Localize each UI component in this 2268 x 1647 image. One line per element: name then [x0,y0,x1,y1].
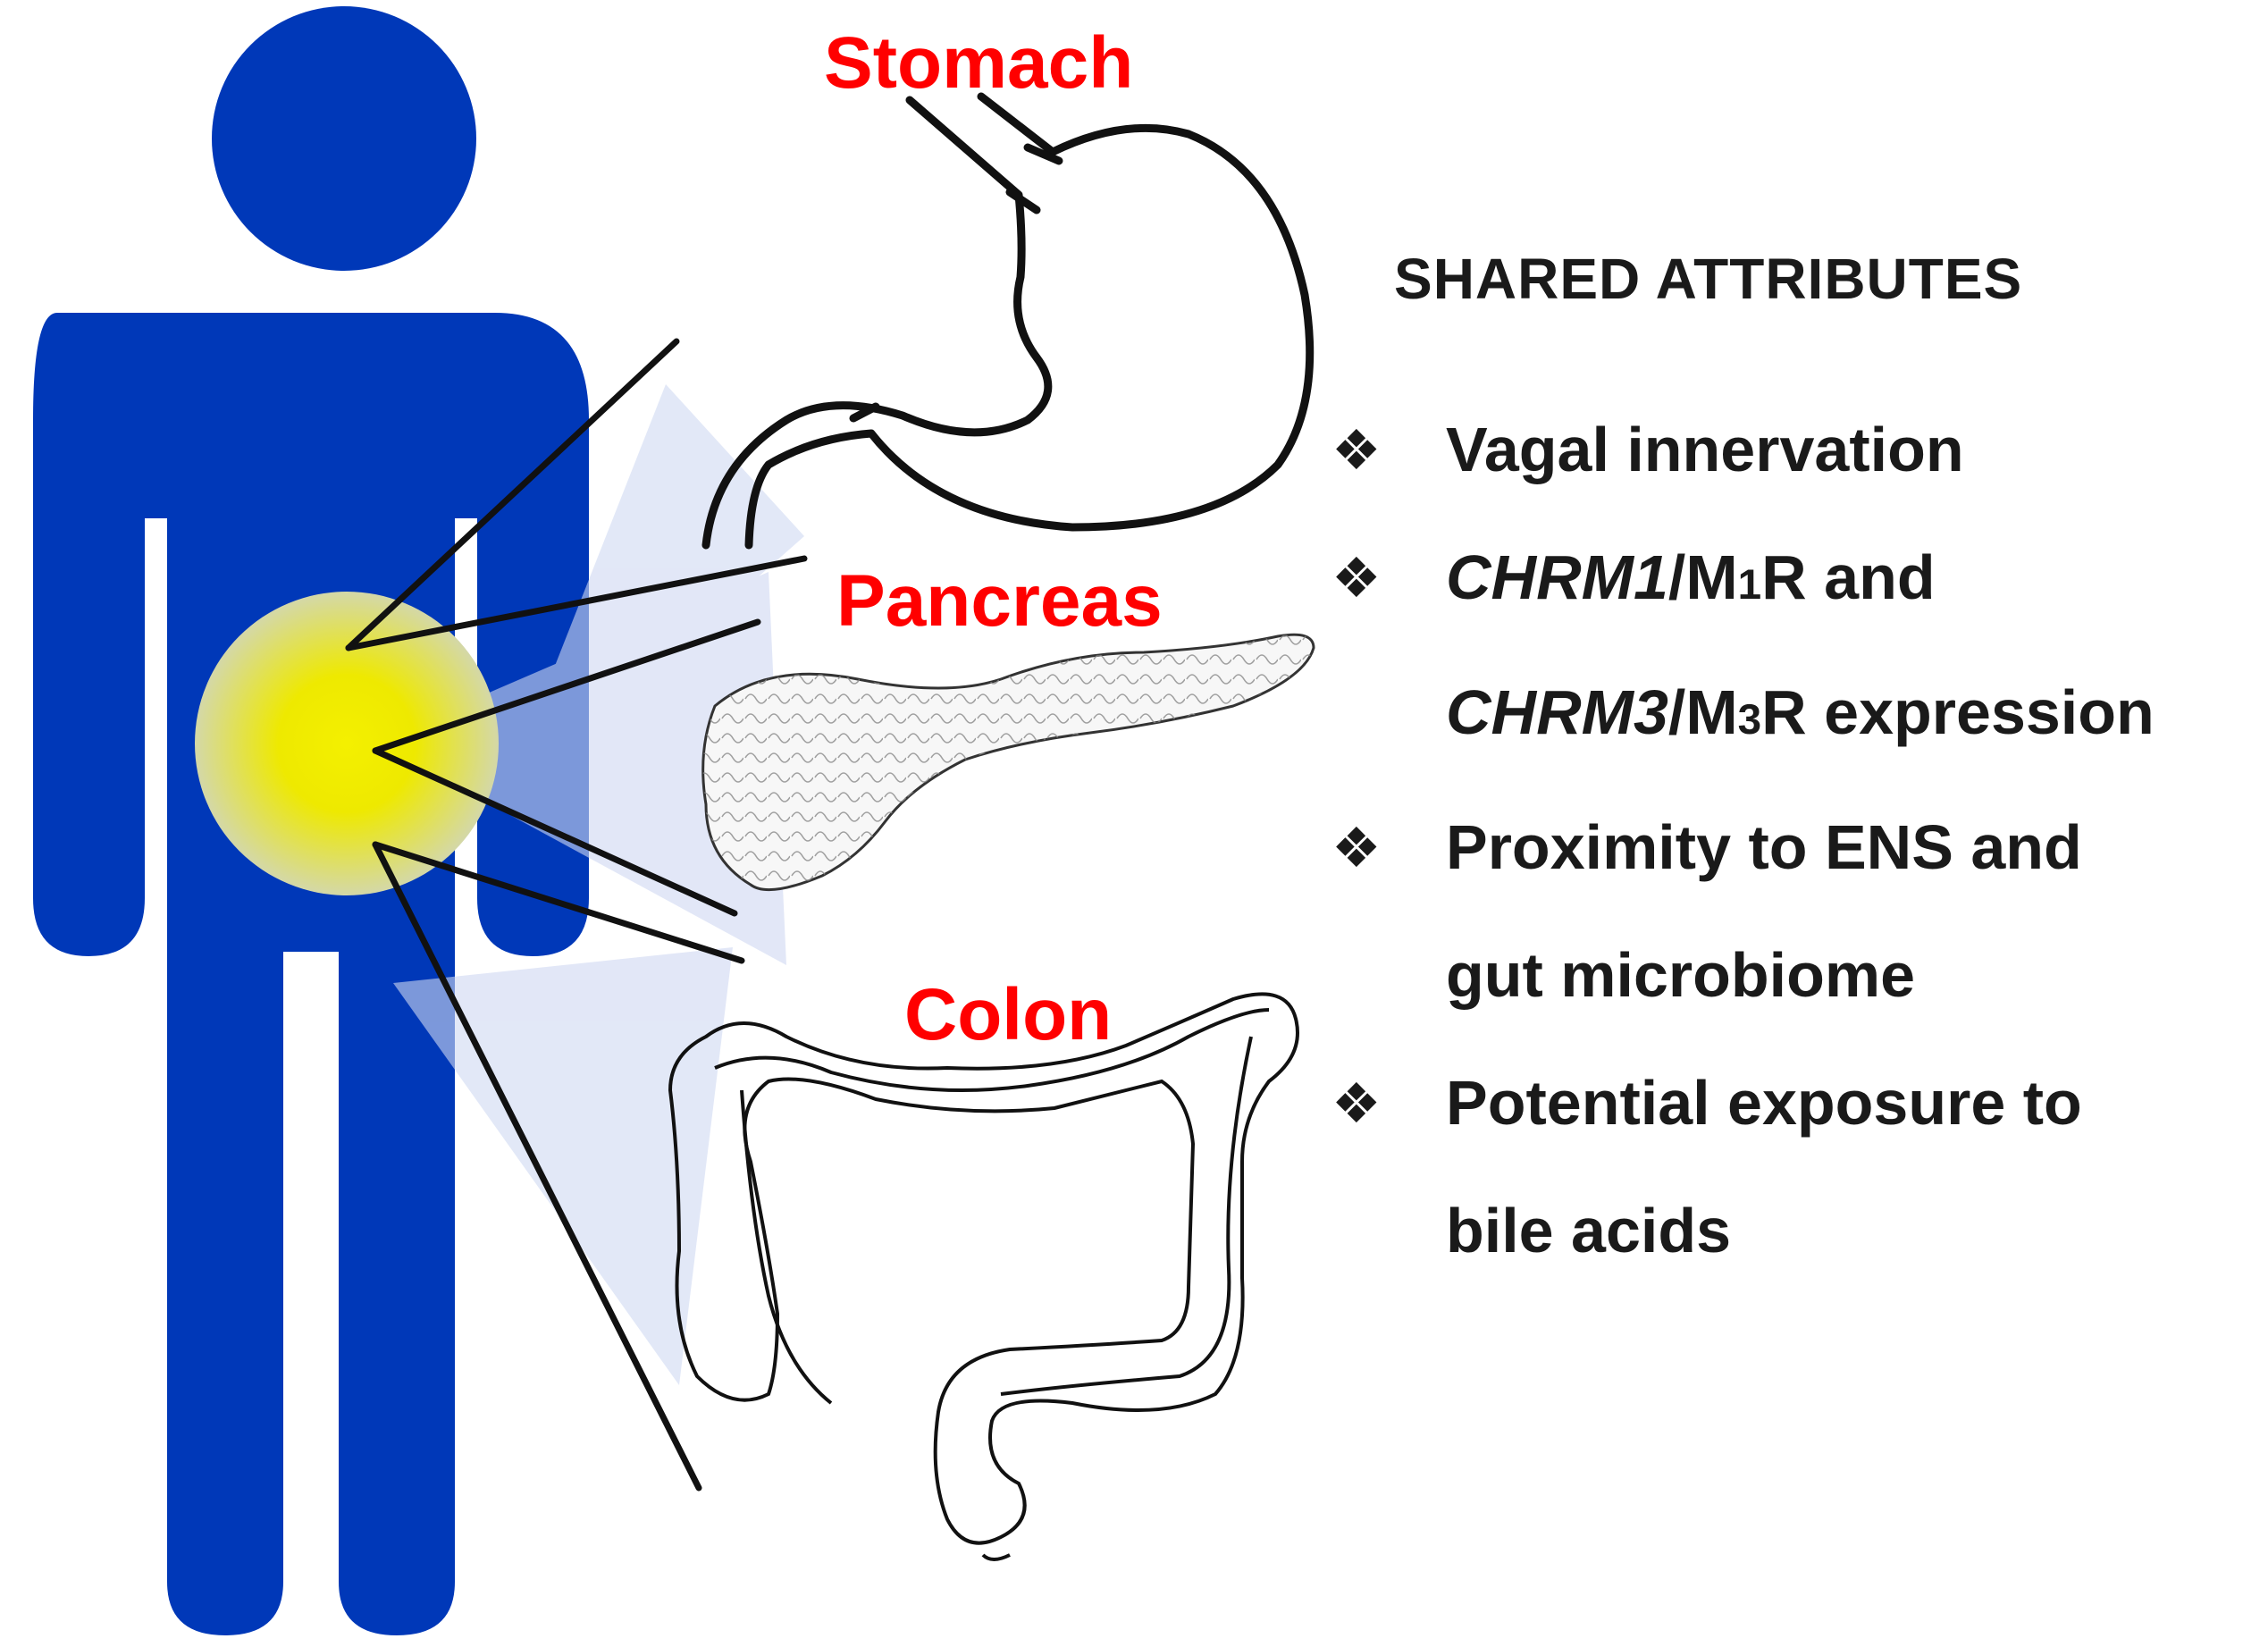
chrm3-gene: CHRM3 [1446,677,1668,747]
proximity-line-1: Proximity to ENS and [1446,812,2082,882]
m3-separator: /M [1667,677,1738,747]
callout-wedges [375,384,804,1385]
m1-rest: R and [1761,542,1936,612]
pointer-lines [345,338,808,1492]
head-shape [212,6,476,271]
shared-attributes-heading: SHARED ATTRIBUTES [1394,247,2023,311]
shared-attributes-list: ❖ Vagal innervation ❖ CHRM1/M1R and CHRM… [1331,386,2261,1295]
list-item: ❖ Potential exposure to bile acids [1331,1039,2261,1295]
list-item: ❖ Vagal innervation [1331,386,2261,514]
list-item: ❖ CHRM1/M1R and CHRM3/M3R expression [1331,514,2261,784]
stomach-label: Stomach [824,22,1133,104]
list-item: ❖ Proximity to ENS and gut microbiome [1331,784,2261,1039]
m1-separator: /M [1667,542,1738,612]
diamond-bullet-icon: ❖ [1331,545,1382,610]
colon-label: Colon [904,974,1112,1055]
bile-line-1: Potential exposure to [1446,1068,2082,1138]
pancreas-label: Pancreas [836,560,1163,642]
m1-subscript: 1 [1737,561,1762,609]
bile-line-2: bile acids [1446,1196,1732,1265]
receptor-line-1: CHRM1/M1R and [1446,542,1936,612]
receptor-line-2: CHRM3/M3R expression [1446,677,2155,747]
diamond-bullet-icon: ❖ [1331,815,1382,880]
m3-subscript: 3 [1737,696,1762,744]
diamond-bullet-icon: ❖ [1331,1071,1382,1136]
chrm1-gene: CHRM1 [1446,542,1668,612]
abdomen-highlight [195,592,499,895]
pancreas-drawing [701,633,1315,892]
colon-drawing [668,992,1299,1561]
vagal-innervation-text: Vagal innervation [1446,415,1964,484]
shared-attributes-panel: SHARED ATTRIBUTES ❖ Vagal innervation ❖ … [1331,250,2261,1295]
proximity-line-2: gut microbiome [1446,940,1916,1010]
stomach-drawing [701,92,1315,550]
m3-rest: R expression [1761,677,2155,747]
diamond-bullet-icon: ❖ [1331,417,1382,483]
